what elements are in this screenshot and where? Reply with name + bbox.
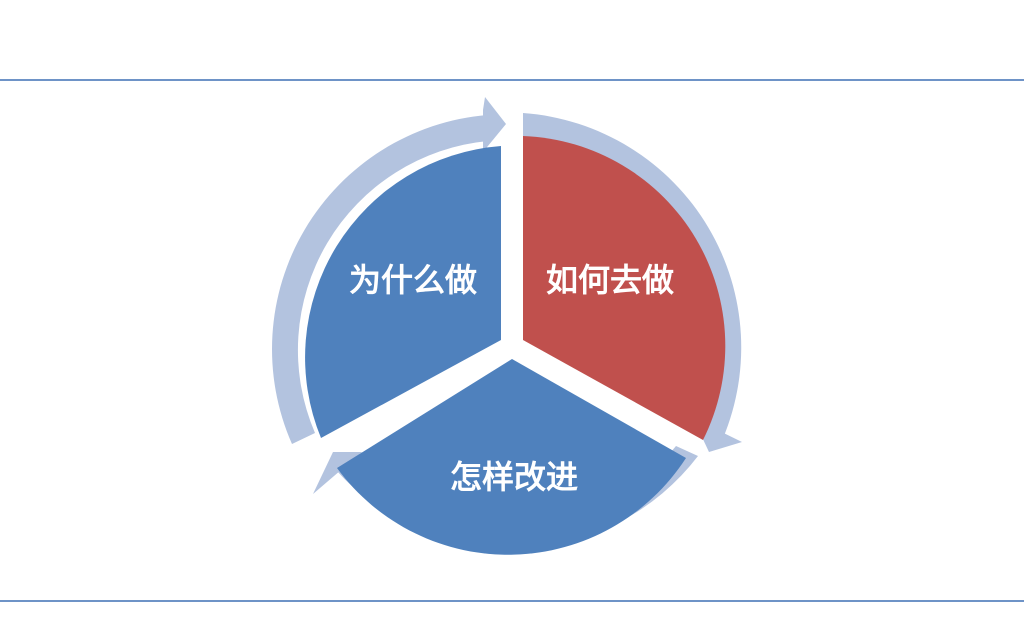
segment-why <box>305 146 501 438</box>
arrowhead-top <box>483 97 506 152</box>
segment-improve-label: 怎样改进 <box>450 458 578 496</box>
segment-why-label: 为什么做 <box>349 261 477 299</box>
segment-how-label: 如何去做 <box>546 261 674 299</box>
top-divider <box>0 79 1024 81</box>
segment-improve <box>337 359 686 555</box>
bottom-divider <box>0 600 1024 602</box>
segment-how <box>523 136 726 440</box>
ring-arc-left <box>272 115 488 444</box>
ring-arc-right <box>523 113 742 445</box>
